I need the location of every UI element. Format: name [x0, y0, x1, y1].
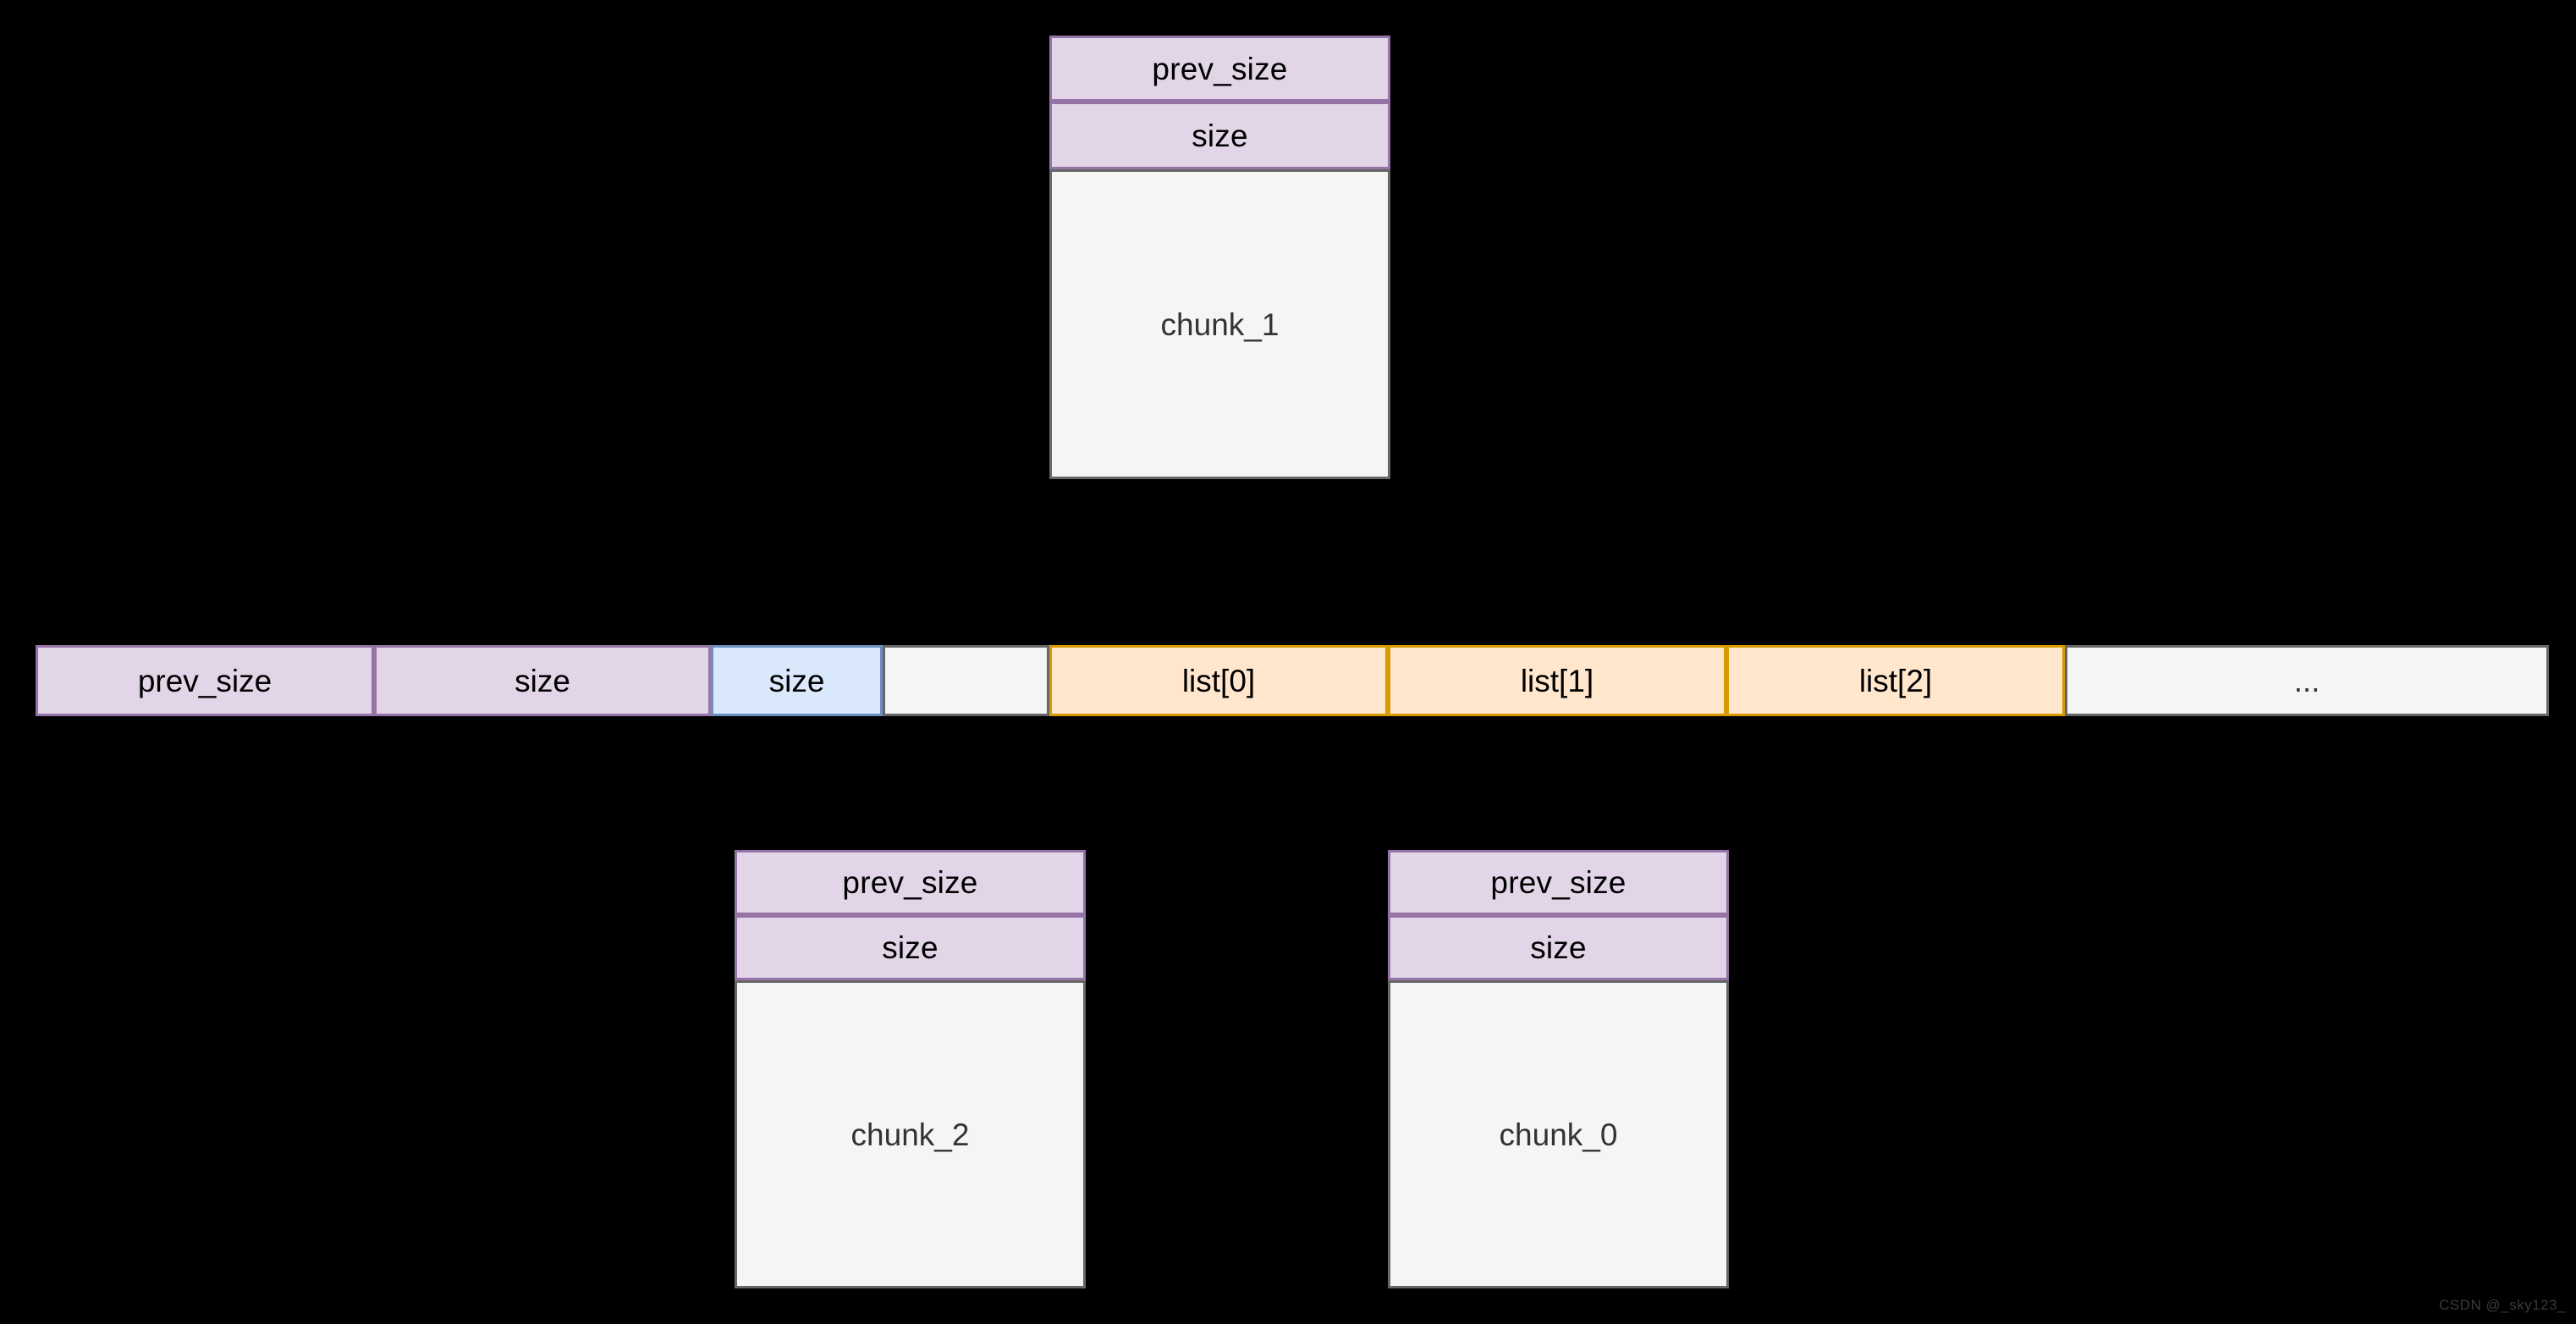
memory-bar-cell-list-1-label: list[1]	[1520, 663, 1594, 698]
chunk-2-prev-size-label: prev_size	[842, 865, 978, 900]
memory-bar-cell-prev-size: prev_size	[36, 645, 374, 716]
chunk-0-prev-size-label: prev_size	[1490, 865, 1627, 900]
chunk-2-body-label: chunk_2	[850, 1117, 970, 1152]
chunk-2-body: chunk_2	[735, 980, 1086, 1288]
chunk-2-size-label: size	[882, 930, 938, 965]
memory-bar-cell-size-highlight-label: size	[768, 663, 825, 698]
memory-bar-cell-prev-size-label: prev_size	[137, 663, 272, 698]
chunk-1-prev-size-label: prev_size	[1152, 51, 1288, 86]
chunk-1-size-field: size	[1049, 102, 1390, 169]
chunk-block-chunk-1: prev_size size chunk_1	[1049, 36, 1390, 479]
chunk-0-body-label: chunk_0	[1499, 1117, 1618, 1152]
memory-bar-cell-list-1: list[1]	[1388, 645, 1726, 716]
chunk-0-prev-size-field: prev_size	[1388, 850, 1729, 915]
chunk-1-prev-size-field: prev_size	[1049, 36, 1390, 102]
memory-bar-cell-size-label: size	[515, 663, 570, 698]
memory-bar-cell-list-0: list[0]	[1049, 645, 1388, 716]
chunk-0-size-field: size	[1388, 915, 1729, 980]
memory-bar-cell-empty	[883, 645, 1049, 716]
chunk-1-body-label: chunk_1	[1160, 306, 1280, 342]
chunk-0-size-label: size	[1530, 930, 1587, 965]
memory-bar-cell-size: size	[374, 645, 711, 716]
memory-bar-cell-ellipsis: ...	[2065, 645, 2549, 716]
memory-bar-cell-list-2-label: list[2]	[1858, 663, 1933, 698]
chunk-0-body: chunk_0	[1388, 980, 1729, 1288]
memory-bar: prev_size size size list[0] list[1] list…	[36, 645, 2549, 716]
chunk-2-prev-size-field: prev_size	[735, 850, 1086, 915]
memory-bar-cell-ellipsis-label: ...	[2293, 663, 2320, 698]
memory-bar-cell-size-highlight: size	[711, 645, 883, 716]
chunk-block-chunk-0: prev_size size chunk_0	[1388, 850, 1729, 1288]
chunk-block-chunk-2: prev_size size chunk_2	[735, 850, 1086, 1288]
memory-bar-cell-list-2: list[2]	[1726, 645, 2065, 716]
watermark: CSDN @_sky123_	[2439, 1297, 2566, 1313]
memory-bar-cell-list-0-label: list[0]	[1181, 663, 1256, 698]
chunk-1-body: chunk_1	[1049, 169, 1390, 479]
chunk-1-size-label: size	[1192, 118, 1248, 153]
chunk-2-size-field: size	[735, 915, 1086, 980]
